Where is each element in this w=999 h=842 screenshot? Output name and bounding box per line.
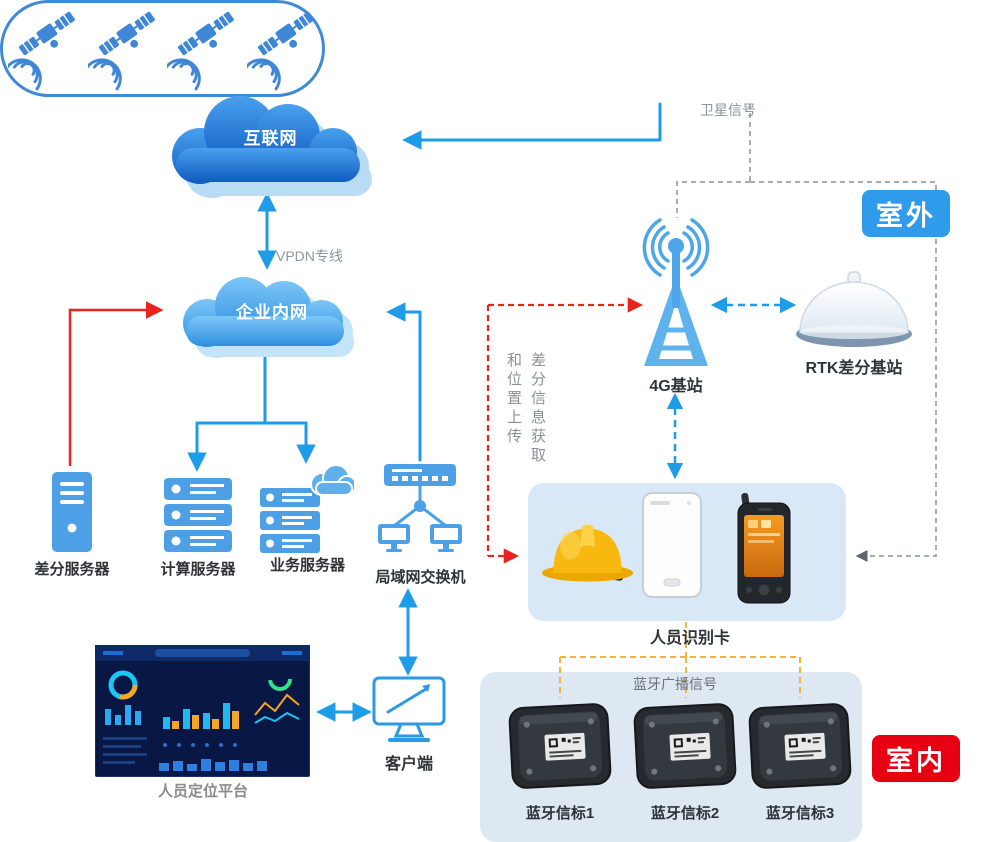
vpdn-line-label: VPDN专线 <box>276 248 343 264</box>
annotation-col-right: 差分信息获取 <box>529 352 546 466</box>
person-id-card <box>640 491 704 606</box>
id-card-icon <box>642 492 702 598</box>
diff-server-label: 差分服务器 <box>34 561 110 578</box>
cloud-icon <box>172 96 372 198</box>
bluetooth-beacon-icon <box>745 700 855 792</box>
cloud-icon <box>183 277 354 358</box>
server-cloud-icon <box>260 464 357 553</box>
handheld-phone-icon <box>737 492 791 604</box>
platform-label: 人员定位平台 <box>157 783 248 800</box>
antenna-4g <box>618 218 734 373</box>
business-server <box>258 464 357 559</box>
beacon-3-label: 蓝牙信标3 <box>765 805 835 822</box>
rtk-dome-icon <box>796 271 912 347</box>
bluetooth-beacon-2 <box>630 700 740 797</box>
bt-broadcast-label: 蓝牙广播信号 <box>633 676 717 692</box>
dashboard-screenshot <box>94 644 311 778</box>
annotation-col-left: 和位置上传 <box>505 352 522 447</box>
hard-hat <box>540 513 635 598</box>
beacon-1-label: 蓝牙信标1 <box>525 805 595 822</box>
satellite-signal-label: 卫星信号 <box>700 102 756 118</box>
satellite-icon <box>167 7 237 91</box>
bluetooth-beacon-icon <box>630 700 740 792</box>
monitor-icon <box>372 676 446 742</box>
client-label: 客户端 <box>384 756 433 773</box>
lan-switch-icon <box>378 464 462 552</box>
rtk-label: RTK差分基站 <box>805 360 903 377</box>
compute-server <box>160 474 236 561</box>
internet-cloud: 互联网 <box>148 92 393 204</box>
person-card-label: 人员识别卡 <box>649 630 730 647</box>
client-terminal <box>372 676 446 753</box>
outdoor-badge: 室外 <box>862 190 950 237</box>
diff-server <box>40 470 104 561</box>
satellite-constellation-box <box>0 0 325 97</box>
rtk-base-station <box>792 268 916 357</box>
diff-upload-annotation: 差分信息获取 和位置上传 <box>500 352 551 532</box>
beacon-2-label: 蓝牙信标2 <box>650 805 720 822</box>
hard-hat-icon <box>541 524 634 582</box>
satellite-icon <box>88 7 158 91</box>
handheld-phone <box>734 492 794 610</box>
indoor-badge: 室内 <box>872 735 960 782</box>
antenna-4g-label: 4G基站 <box>649 378 703 395</box>
business-server-label: 业务服务器 <box>269 557 345 574</box>
bluetooth-beacon-icon <box>505 700 615 792</box>
bluetooth-beacon-3 <box>745 700 855 797</box>
server-stack-icon <box>164 478 232 552</box>
satellite-icon <box>247 7 317 91</box>
intranet-cloud-label: 企业内网 <box>236 303 308 322</box>
antenna-4g-icon <box>642 218 710 366</box>
satellite-icon <box>8 7 78 91</box>
internet-cloud-label: 互联网 <box>243 129 298 148</box>
bluetooth-beacon-1 <box>505 700 615 797</box>
lan-switch-label: 局域网交换机 <box>375 569 466 586</box>
positioning-platform-screenshot <box>94 644 311 782</box>
intranet-cloud: 企业内网 <box>162 268 382 368</box>
server-tower-icon <box>52 472 92 552</box>
lan-switch <box>370 462 470 567</box>
compute-server-label: 计算服务器 <box>160 561 236 578</box>
